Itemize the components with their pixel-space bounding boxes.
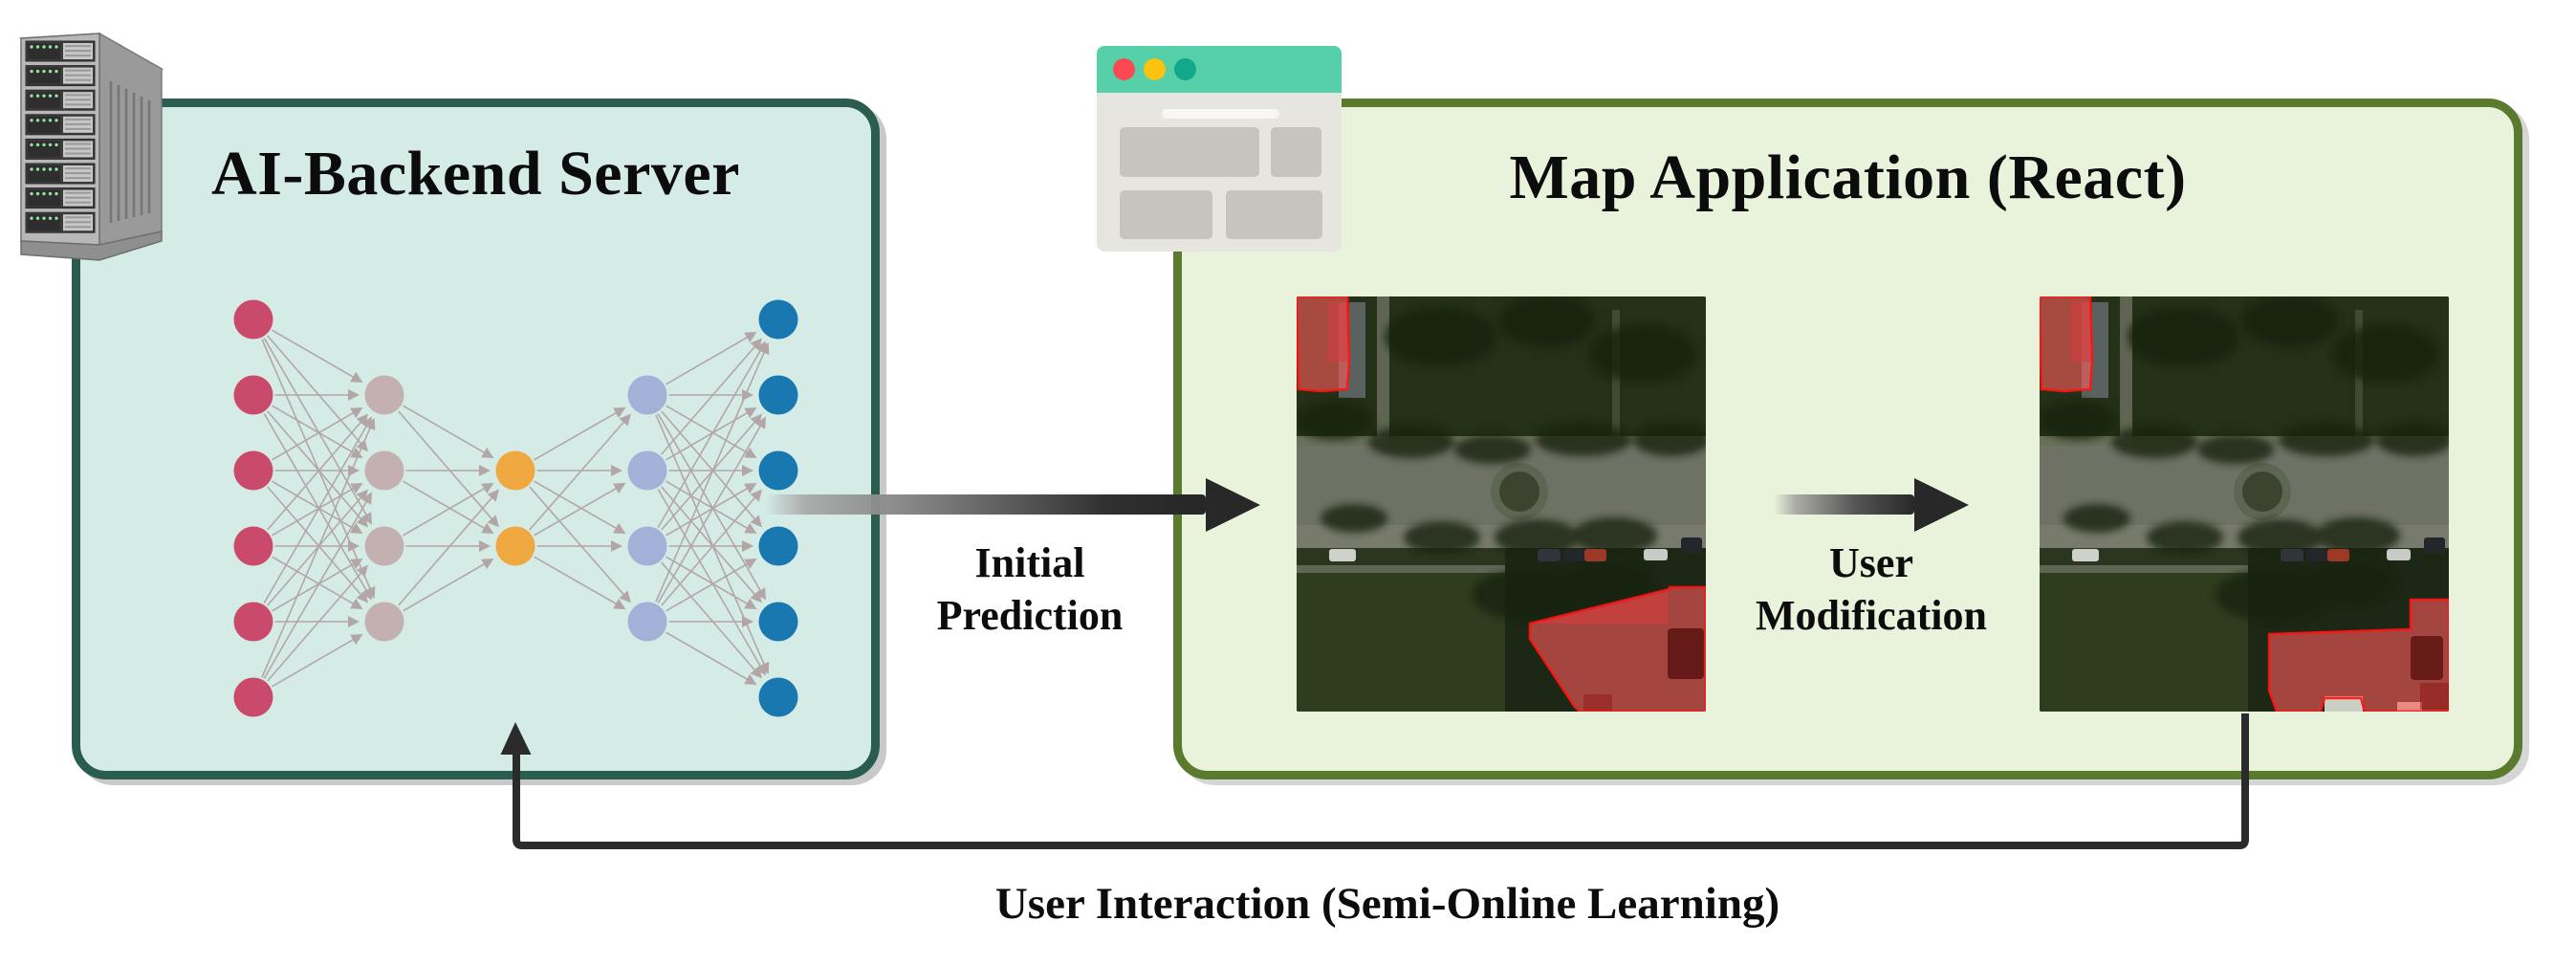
initial-prediction-arrowhead-icon — [1206, 477, 1260, 532]
browser-close-dot-icon — [1113, 58, 1135, 80]
browser-maximize-dot-icon — [1174, 58, 1196, 80]
browser-content-block — [1271, 127, 1321, 177]
browser-window-icon — [1097, 46, 1342, 252]
user-interaction-label: User Interaction (Semi-Online Learning) — [994, 879, 1780, 929]
initial-prediction-label: Initial Prediction — [936, 539, 1124, 639]
map-application-title: Map Application (React) — [1509, 143, 2187, 212]
browser-minimize-dot-icon — [1144, 58, 1166, 80]
browser-titlebar — [1097, 46, 1342, 93]
user-modification-arrowhead-icon — [1914, 477, 1969, 532]
browser-content-block — [1120, 190, 1212, 239]
initial-prediction-arrow — [765, 494, 1206, 515]
browser-address-bar — [1162, 109, 1279, 119]
user-modification-label: User Modification — [1756, 539, 1987, 639]
browser-content-block — [1226, 190, 1322, 239]
user-modification-arrow — [1774, 494, 1914, 515]
server-rack-icon — [19, 32, 164, 261]
browser-content-block — [1120, 127, 1259, 177]
ai-backend-title: AI-Backend Server — [211, 139, 740, 208]
